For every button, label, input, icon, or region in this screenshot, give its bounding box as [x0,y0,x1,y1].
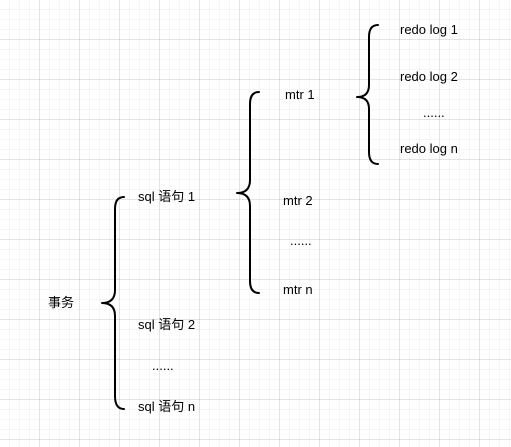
mtr-item-n: mtr n [283,282,313,297]
sql-statement-ellipsis: ...... [152,358,174,373]
redo-log-2: redo log 2 [400,69,458,84]
mtr-item-1: mtr 1 [285,87,315,102]
mtr-item-ellipsis: ...... [290,233,312,248]
redo-log-1: redo log 1 [400,22,458,37]
mtr-item-2: mtr 2 [283,193,313,208]
sql-statement-1: sql 语句 1 [138,189,196,204]
sql-statement-2: sql 语句 2 [138,317,196,332]
transaction-brace [101,196,125,410]
sql-1-brace [236,91,260,294]
sql-statement-n: sql 语句 n [138,399,196,414]
redo-log-n: redo log n [400,141,458,156]
redo-log-ellipsis: ...... [423,105,445,120]
transaction-label: 事务 [48,295,75,310]
mtr-1-brace [356,24,379,165]
